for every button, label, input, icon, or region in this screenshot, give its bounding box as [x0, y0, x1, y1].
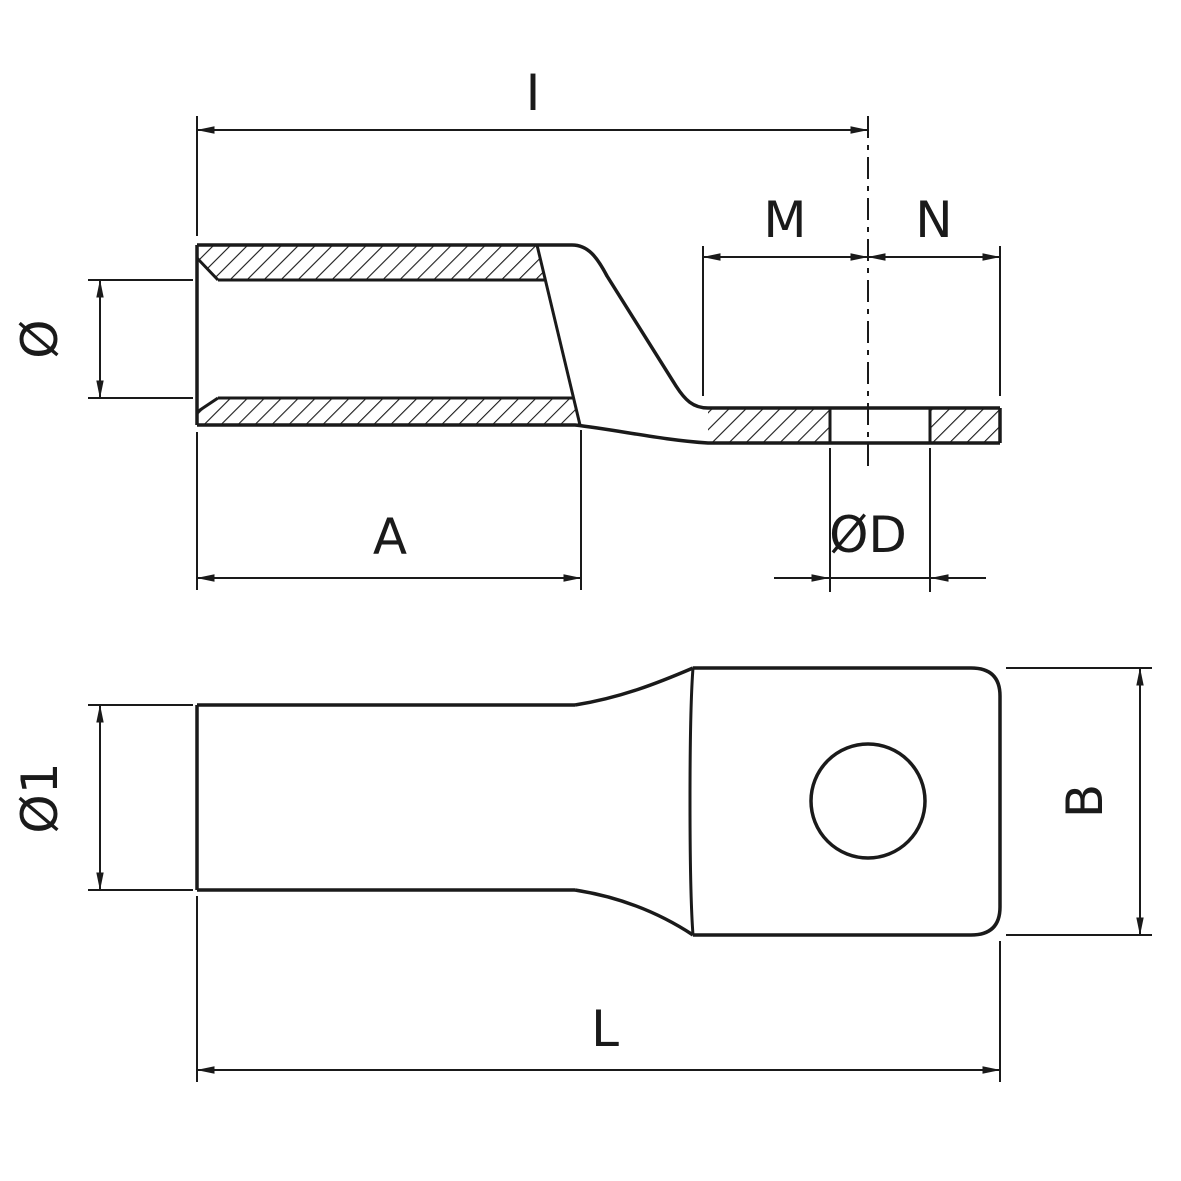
barrel-bottom-wall-section — [197, 398, 580, 425]
barrel-top-wall-section — [197, 245, 545, 280]
dimension-label-hole-diameter: ØD — [829, 506, 907, 564]
bore-end-edge — [535, 244, 582, 426]
dimension-I: I — [196, 64, 869, 236]
dimension-label-overall-length: L — [591, 1000, 619, 1058]
side-view-hatching — [197, 245, 1000, 443]
entry-chamfer-top — [195, 256, 220, 282]
palm-outline — [693, 666, 1002, 937]
side-view: I M N Ø A — [11, 64, 1002, 592]
bottom-profile — [197, 423, 1000, 445]
dimension-label-palm-width: B — [1056, 784, 1114, 818]
side-view-outline — [195, 243, 1002, 445]
palm-transition-boundary — [688, 667, 695, 936]
dimension-A: A — [196, 430, 582, 590]
dimension-palm-width: B — [1006, 667, 1152, 936]
dimension-barrel-outer-diameter: Ø1 — [11, 704, 193, 891]
palm-hole — [809, 742, 927, 860]
dimension-label-A: A — [373, 508, 407, 566]
dimension-M-N: M N — [702, 191, 1001, 396]
dimension-label-I: I — [526, 64, 541, 122]
side-view-bore — [195, 244, 932, 443]
dimension-hole-diameter: ØD — [774, 448, 986, 592]
dimension-label-barrel-outer-diameter: Ø1 — [11, 762, 69, 833]
dimension-overall-length: L — [196, 896, 1001, 1082]
transition-top-edge — [574, 666, 694, 707]
dimension-label-N: N — [915, 191, 952, 249]
plan-view-outline — [195, 666, 1002, 937]
transition-bottom-edge — [574, 888, 694, 937]
top-profile — [197, 243, 1000, 410]
plan-view: Ø1 B L — [11, 666, 1152, 1082]
palm-section-left — [708, 408, 830, 443]
dimension-label-bore-diameter: Ø — [11, 319, 69, 358]
palm-section-right — [930, 408, 1000, 443]
entry-chamfer-bottom — [196, 396, 219, 414]
dimension-label-M: M — [763, 191, 806, 249]
dimension-bore-diameter: Ø — [11, 279, 193, 399]
